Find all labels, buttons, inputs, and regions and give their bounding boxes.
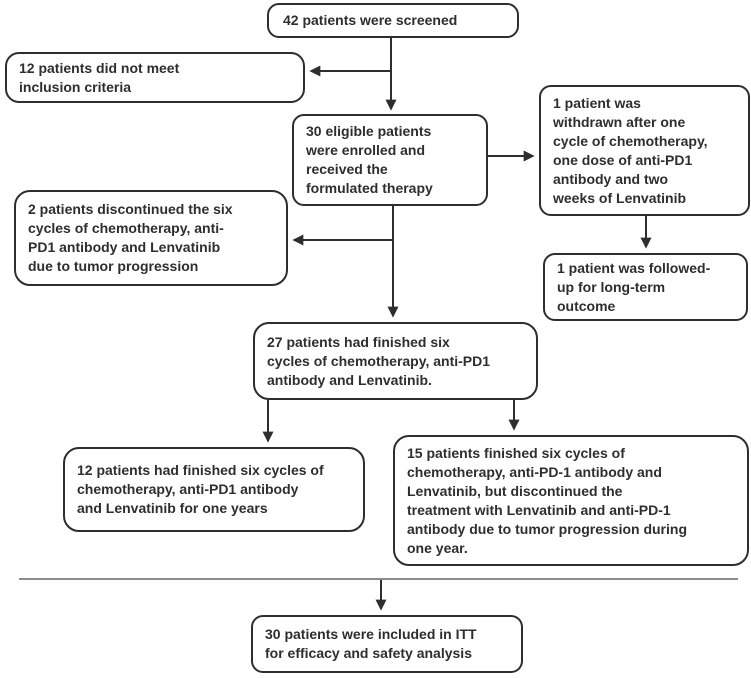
node-excluded: 12 patients did not meet inclusion crite…: [5, 52, 305, 103]
node-finished-six-cycles: 27 patients had finished six cycles of c…: [253, 322, 538, 400]
node-followed-up: 1 patient was followed- up for long-term…: [543, 253, 748, 321]
node-finished-one-year: 12 patients had finished six cycles of c…: [63, 447, 365, 532]
node-screened: 42 patients were screened: [267, 3, 519, 38]
node-withdrawn: 1 patient was withdrawn after one cycle …: [539, 85, 750, 216]
node-enrolled: 30 eligible patients were enrolled and r…: [292, 114, 488, 206]
node-discontinued-during-year: 15 patients finished six cycles of chemo…: [393, 435, 749, 566]
node-itt-analysis: 30 patients were included in ITT for eff…: [251, 615, 523, 673]
node-discontinued: 2 patients discontinued the six cycles o…: [14, 190, 288, 286]
